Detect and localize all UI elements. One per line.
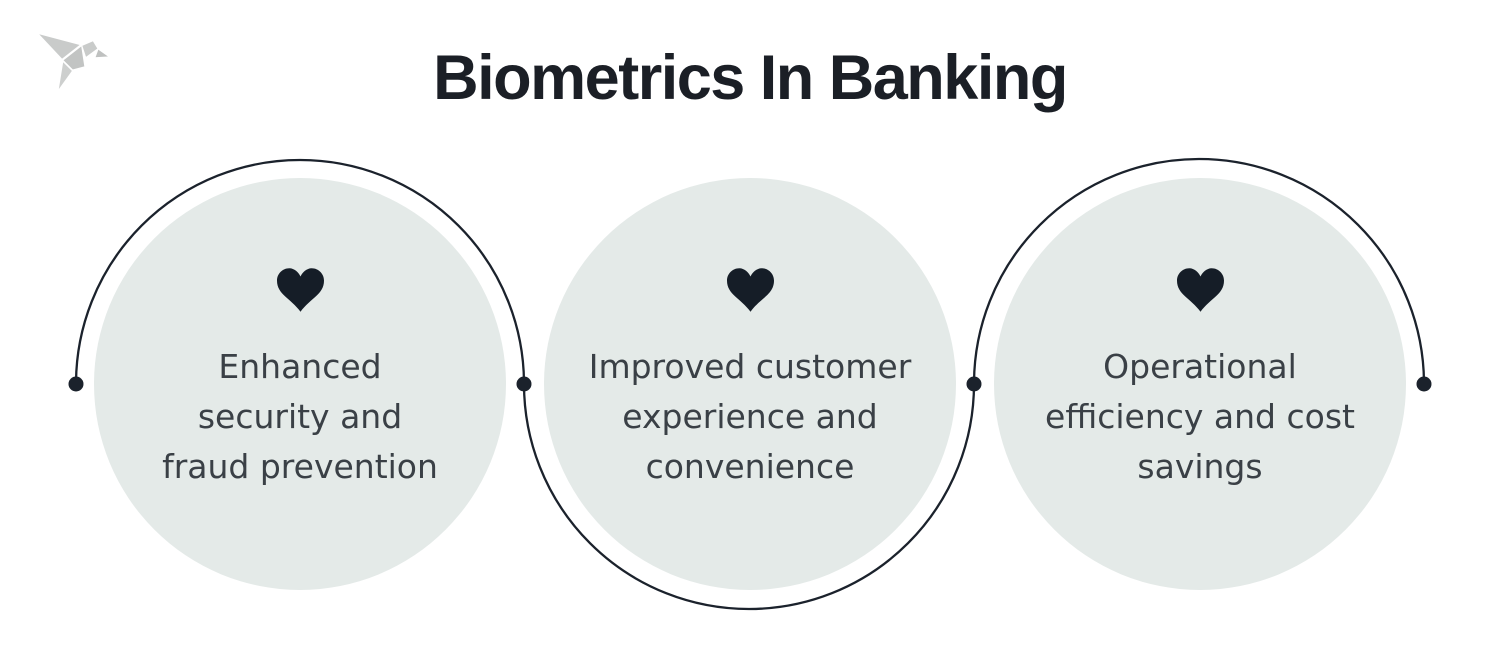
- heart-icon-shape: [726, 268, 774, 312]
- logo-wing-facet: [35, 32, 83, 61]
- logo-body-facet: [61, 44, 86, 71]
- origami-bird-logo: [35, 32, 112, 92]
- benefit-label-3: Operational efficiency and cost savings: [1045, 347, 1355, 486]
- logo-beak-facet: [93, 47, 112, 59]
- circle-background-3: [994, 178, 1406, 590]
- circle-background-2: [544, 178, 956, 590]
- arc-line: [74, 157, 1426, 611]
- arc-node-dot-3: [966, 376, 982, 392]
- heart-icon: [726, 268, 774, 312]
- arc-node-dot-4: [1416, 376, 1432, 392]
- heart-icon: [276, 268, 324, 312]
- heart-icon-shape: [276, 268, 324, 312]
- benefit-label-1: Enhanced security and fraud prevention: [162, 347, 438, 486]
- benefit-item-3: Operational efficiency and cost savings: [1000, 268, 1400, 492]
- arc-node-dot-2: [516, 376, 532, 392]
- page-title: Biometrics In Banking: [433, 43, 1068, 113]
- circle-background-1: [94, 178, 506, 590]
- heart-icon: [1176, 268, 1224, 312]
- arc-node-dot-1: [68, 376, 84, 392]
- heart-icon-shape: [1176, 268, 1224, 312]
- benefit-label-2: Improved customer experience and conveni…: [588, 347, 912, 486]
- benefit-item-2: Improved customer experience and conveni…: [550, 268, 950, 492]
- logo-tail-facet: [57, 59, 74, 92]
- benefit-item-1: Enhanced security and fraud prevention: [100, 268, 500, 492]
